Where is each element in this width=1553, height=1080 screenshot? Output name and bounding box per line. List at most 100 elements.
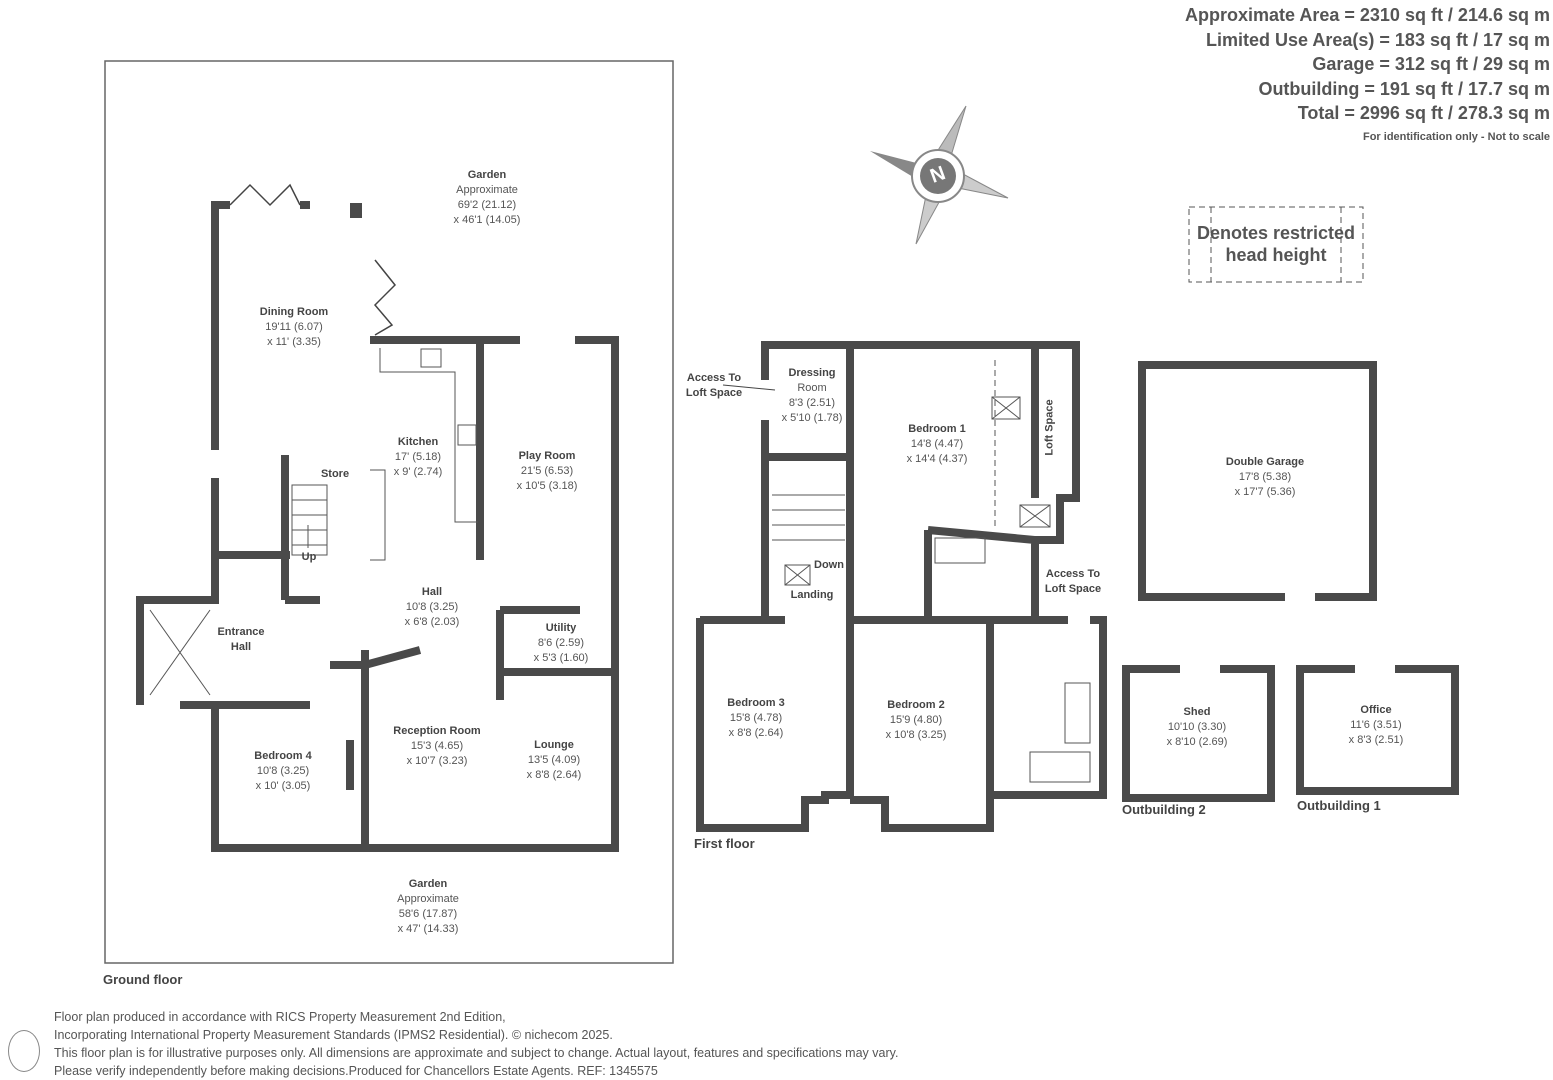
room-name: Landing [790,589,834,601]
room-name: Bedroom 2 [887,699,945,711]
legend-line: head height [1225,245,1327,265]
room-label-access1: Access To Loft Space [686,371,742,401]
footer-line: Incorporating International Property Mea… [54,1028,613,1042]
room-dimension: 58'6 (17.87) [398,908,458,920]
room-dimension: 8'3 (2.51) [788,397,836,409]
room-name: Access To [686,372,742,384]
compass-icon [870,105,1009,245]
room-dimension: Loft Space [1044,583,1102,595]
room-name: Office [1360,704,1392,716]
room-dimension: Loft Space [685,387,743,399]
room-dimension: Approximate [456,184,518,196]
room-name: Store [320,468,350,480]
room-dimension: x 17'7 (5.36) [1234,486,1296,498]
room-name: Garden [467,169,507,181]
room-dimension: x 47' (14.33) [397,923,459,935]
room-name: Bedroom 4 [254,750,312,762]
room-dimension: 15'9 (4.80) [889,714,943,726]
area-line: Limited Use Area(s) = 183 sq ft / 17 sq … [1206,29,1550,50]
room-dimension: Approximate [397,893,459,905]
room-dimension: x 5'3 (1.60) [533,652,589,664]
room-label-up: Up [302,550,317,565]
room-dimension: 19'11 (6.07) [265,321,323,333]
room-name: Entrance [217,626,265,638]
first-floor-walls [696,341,1107,832]
room-dimension: x 8'3 (2.51) [1348,734,1404,746]
room-label-garage: Double Garage 17'8 (5.38) x 17'7 (5.36) [1226,455,1304,500]
room-name: Play Room [518,450,576,462]
room-dimension: 10'8 (3.25) [256,765,310,777]
outbuilding-walls [1122,361,1459,802]
footer-line: Please verify independently before makin… [54,1064,658,1078]
room-name: Reception Room [393,725,481,737]
room-dimension: x 10'7 (3.23) [406,755,468,767]
area-summary: Approximate Area = 2310 sq ft / 214.6 sq… [1185,3,1550,148]
room-dimension: Room [797,382,827,394]
room-dimension: 8'6 (2.59) [537,637,585,649]
room-dimension: x 10'5 (3.18) [516,480,578,492]
room-dimension: 10'8 (3.25) [405,601,459,613]
room-label-lounge: Lounge 13'5 (4.09) x 8'8 (2.64) [527,738,582,783]
room-label-store: Store [321,467,349,482]
footer-disclaimer: Floor plan produced in accordance with R… [54,1008,898,1080]
room-label-office: Office 11'6 (3.51) x 8'3 (2.51) [1349,703,1404,748]
room-dimension: 69'2 (21.12) [457,199,517,211]
room-name: Lounge [534,739,574,751]
room-dimension: x 10' (3.05) [255,780,311,792]
room-dimension: x 9' (2.74) [393,466,443,478]
room-dimension: 10'10 (3.30) [1167,721,1227,733]
footer-line: Floor plan produced in accordance with R… [54,1010,506,1024]
room-label-loft: Loft Space [1043,399,1056,456]
room-name: Dining Room [259,306,329,318]
stairs [291,469,386,561]
footer-line: This floor plan is for illustrative purp… [54,1046,899,1060]
room-dimension: 11'6 (3.51) [1350,719,1402,731]
room-dimension: x 11' (3.35) [267,336,321,348]
room-label-reception: Reception Room 15'3 (4.65) x 10'7 (3.23) [393,724,480,769]
garden-boundary [104,60,674,964]
person-icon [8,1030,40,1072]
room-name: Up [301,551,317,563]
bifold-doors [373,259,397,336]
room-name: Double Garage [1225,456,1305,468]
area-line: Approximate Area = 2310 sq ft / 214.6 sq… [1185,5,1550,25]
room-dimension: x 5'10 (1.78) [781,412,843,424]
room-label-down: Down [814,558,844,573]
room-name: Down [814,559,844,571]
room-dimension: x 8'8 (2.64) [526,769,582,781]
room-dimension: x 14'4 (4.37) [906,453,968,465]
room-name: Shed [1183,706,1211,718]
room-dimension: Hall [230,641,252,653]
floor-label-first: First floor [694,836,755,851]
room-dimension: 17'8 (5.38) [1238,471,1292,483]
room-dimension: 15'3 (4.65) [410,740,464,752]
legend-line: Denotes restricted [1196,223,1356,243]
area-note: For identification only - Not to scale [1362,130,1550,143]
room-name: Hall [421,586,443,598]
bifold-doors [229,183,301,207]
room-name: Kitchen [397,436,439,448]
room-dimension: x 6'8 (2.03) [404,616,460,628]
room-label-utility: Utility 8'6 (2.59) x 5'3 (1.60) [534,621,589,666]
area-line: Outbuilding = 191 sq ft / 17.7 sq m [1258,78,1550,99]
room-label-bedroom4: Bedroom 4 10'8 (3.25) x 10' (3.05) [254,749,311,794]
room-name: Bedroom 3 [727,697,785,709]
room-name: Utility [545,622,577,634]
room-label-dining: Dining Room 19'11 (6.07) x 11' (3.35) [260,305,328,350]
room-dimension: x 8'8 (2.64) [728,727,784,739]
room-dimension: 13'5 (4.09) [527,754,581,766]
floor-label-outbuilding1: Outbuilding 1 [1297,798,1381,813]
room-name: Garden [408,878,448,890]
area-line: Total = 2996 sq ft / 278.3 sq m [1297,103,1550,123]
